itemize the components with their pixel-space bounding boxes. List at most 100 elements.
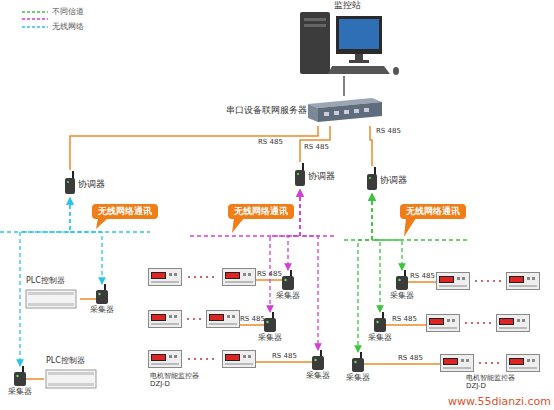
callout-pointer [96,218,108,229]
serial-server-icon [364,108,369,112]
motor-monitor [149,269,540,372]
rs485-wire [240,324,264,326]
ellipsis-dots [489,322,491,324]
plc-controller: PLC控制器 [44,356,100,390]
node-label: PLC控制器 [46,356,85,365]
wireless-callout: 无线网络通讯 [92,204,158,219]
node-label: 采集器 [276,291,300,300]
serial-server-icon [308,104,318,122]
signal-label: RS 485 [392,315,417,323]
ellipsis-dots [188,358,190,360]
ellipsis-dots [187,276,501,364]
computer-icon [355,54,363,61]
collector: 采集器 [298,350,338,384]
legend-sample [22,11,48,13]
computer-icon [336,16,382,54]
ellipsis-dots [493,280,495,282]
coordinator: 协调器 [292,162,342,190]
wireless-bus [0,232,470,240]
device-label: 电机智能监控器 DZJ-D [466,374,530,390]
ellipsis-dots [477,322,479,324]
wireless-callout: 无线网络通讯 [228,204,294,219]
motor-monitor [507,355,540,372]
motor-monitor [149,351,182,368]
edge-label: RS 485 [258,138,283,146]
node-label: 采集器 [390,291,414,300]
ellipsis-dots [497,362,499,364]
plc-device [26,290,96,388]
wireless-link [20,198,70,366]
serial-server-icon [324,112,329,116]
ellipsis-dots [206,276,208,278]
wireless-callout: 无线网络通讯 [400,204,466,219]
ellipsis-dots [465,322,467,324]
wireless-link [358,194,372,352]
rs485-wire [256,361,312,363]
motor-monitor [149,311,182,328]
device-label: 电机智能监控器 DZJ-D [150,372,214,388]
motor-monitor [223,269,256,286]
motor-monitor [497,315,530,332]
motor-monitor [223,351,256,368]
plc-device [28,303,74,306]
plc-device [28,292,74,295]
watermark: www.55dianzi.com [448,396,551,409]
collector: 采集器 [0,366,40,400]
wireless-bus [190,235,336,236]
collector-icon [96,284,108,304]
plc-device [26,290,76,308]
collector-icon [374,312,386,332]
motor-monitor [507,273,540,290]
wireless-link [372,194,402,270]
rs485-wire [364,363,440,365]
wired-link [80,298,96,300]
signal-label: RS 485 [410,272,435,280]
ellipsis-dots [200,276,202,278]
ellipsis-dots [485,362,487,364]
edge-label: RS 485 [376,127,401,135]
ellipsis-dots [200,358,202,360]
computer-icon [339,19,379,49]
collector-icon [312,350,324,370]
wired-link [300,126,330,162]
rs485-wire [408,281,436,283]
wired-link [70,126,318,170]
node-label: 协调器 [380,175,407,185]
ellipsis-dots [212,358,214,360]
coordinator-icon [367,167,377,190]
coordinator-icon [65,171,75,194]
coordinator-icon [65,163,377,194]
node-label: 串口设备联网服务器 [226,105,307,115]
callout-pointer [232,218,244,233]
node-label: 无线网络通讯 [228,204,294,219]
ellipsis-dots [187,318,189,320]
rs485-wire [386,324,426,326]
plc-device [48,383,94,386]
plc-device [46,370,96,388]
node-label: 采集器 [258,333,282,342]
node-label: 监控站 [334,0,361,10]
wired-link [343,76,345,96]
ellipsis-dots [487,280,489,282]
ellipsis-dots [471,322,473,324]
ellipsis-dots [475,280,477,282]
node-label: 采集器 [8,387,32,396]
collector: 采集器 [82,284,122,318]
motor-monitor [441,355,474,372]
signal-label: RS 485 [257,270,282,278]
callout-pointer [404,218,416,237]
ellipsis-dots [194,276,196,278]
serial-server-icon [334,111,339,115]
wireless-link [300,190,318,350]
collector-icon [14,366,26,386]
computer-icon [304,18,326,21]
wired-link [370,126,372,166]
plc-device [48,372,94,375]
legend-sample [22,26,48,28]
wireless-bus [344,239,470,240]
ellipsis-dots [206,358,208,360]
collector-icon [264,312,276,332]
plc-controller: PLC控制器 [24,276,80,310]
legend-sample [22,12,48,27]
edge-label: RS 485 [304,143,329,151]
